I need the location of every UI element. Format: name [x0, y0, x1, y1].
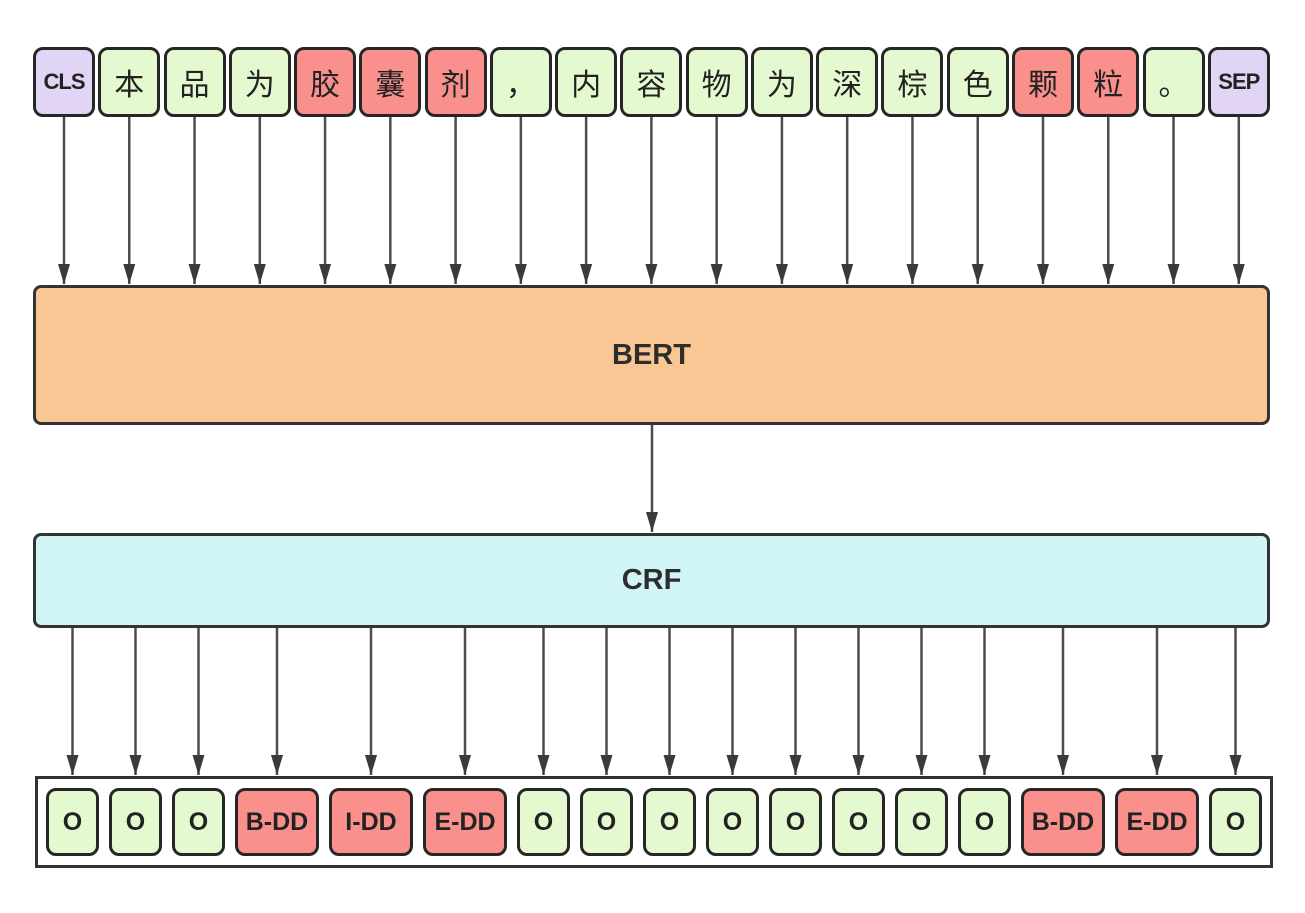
output-box-o: O [895, 788, 948, 856]
token-box-special: CLS [33, 47, 95, 117]
output-box-entity: E-DD [423, 788, 507, 856]
token-box-plain: 色 [946, 47, 1009, 117]
token-box-entity: 颗 [1011, 47, 1074, 117]
crf-block: CRF [33, 533, 1270, 628]
token-box-plain: 。 [1142, 47, 1205, 117]
token-box-plain: 容 [620, 47, 683, 117]
token-box-plain: 为 [228, 47, 291, 117]
token-box-plain: 棕 [881, 47, 944, 117]
output-box-o: O [172, 788, 225, 856]
token-box-plain: 本 [98, 47, 161, 117]
token-box-plain: 品 [163, 47, 226, 117]
token-box-plain: 内 [555, 47, 618, 117]
output-box-entity: B-DD [235, 788, 319, 856]
output-box-o: O [46, 788, 99, 856]
output-box-entity: I-DD [329, 788, 413, 856]
output-box-o: O [517, 788, 570, 856]
token-box-special: SEP [1207, 47, 1270, 117]
token-box-plain: 深 [816, 47, 879, 117]
token-box-entity: 囊 [359, 47, 422, 117]
bert-label: BERT [612, 338, 691, 371]
output-box-o: O [643, 788, 696, 856]
token-box-entity: 剂 [424, 47, 487, 117]
bert-block: BERT [33, 285, 1270, 425]
output-box-o: O [580, 788, 633, 856]
output-box-o: O [769, 788, 822, 856]
crf-label: CRF [621, 564, 682, 596]
token-box-entity: 胶 [294, 47, 357, 117]
output-box-o: O [109, 788, 162, 856]
output-box-o: O [706, 788, 759, 856]
output-box-o: O [1209, 788, 1262, 856]
token-box-plain: 物 [685, 47, 748, 117]
token-box-plain: 为 [750, 47, 813, 117]
token-box-entity: 粒 [1077, 47, 1140, 117]
output-box-o: O [832, 788, 885, 856]
output-box-entity: B-DD [1021, 788, 1105, 856]
token-box-plain: ， [489, 47, 552, 117]
output-box-o: O [958, 788, 1011, 856]
output-box-entity: E-DD [1115, 788, 1199, 856]
